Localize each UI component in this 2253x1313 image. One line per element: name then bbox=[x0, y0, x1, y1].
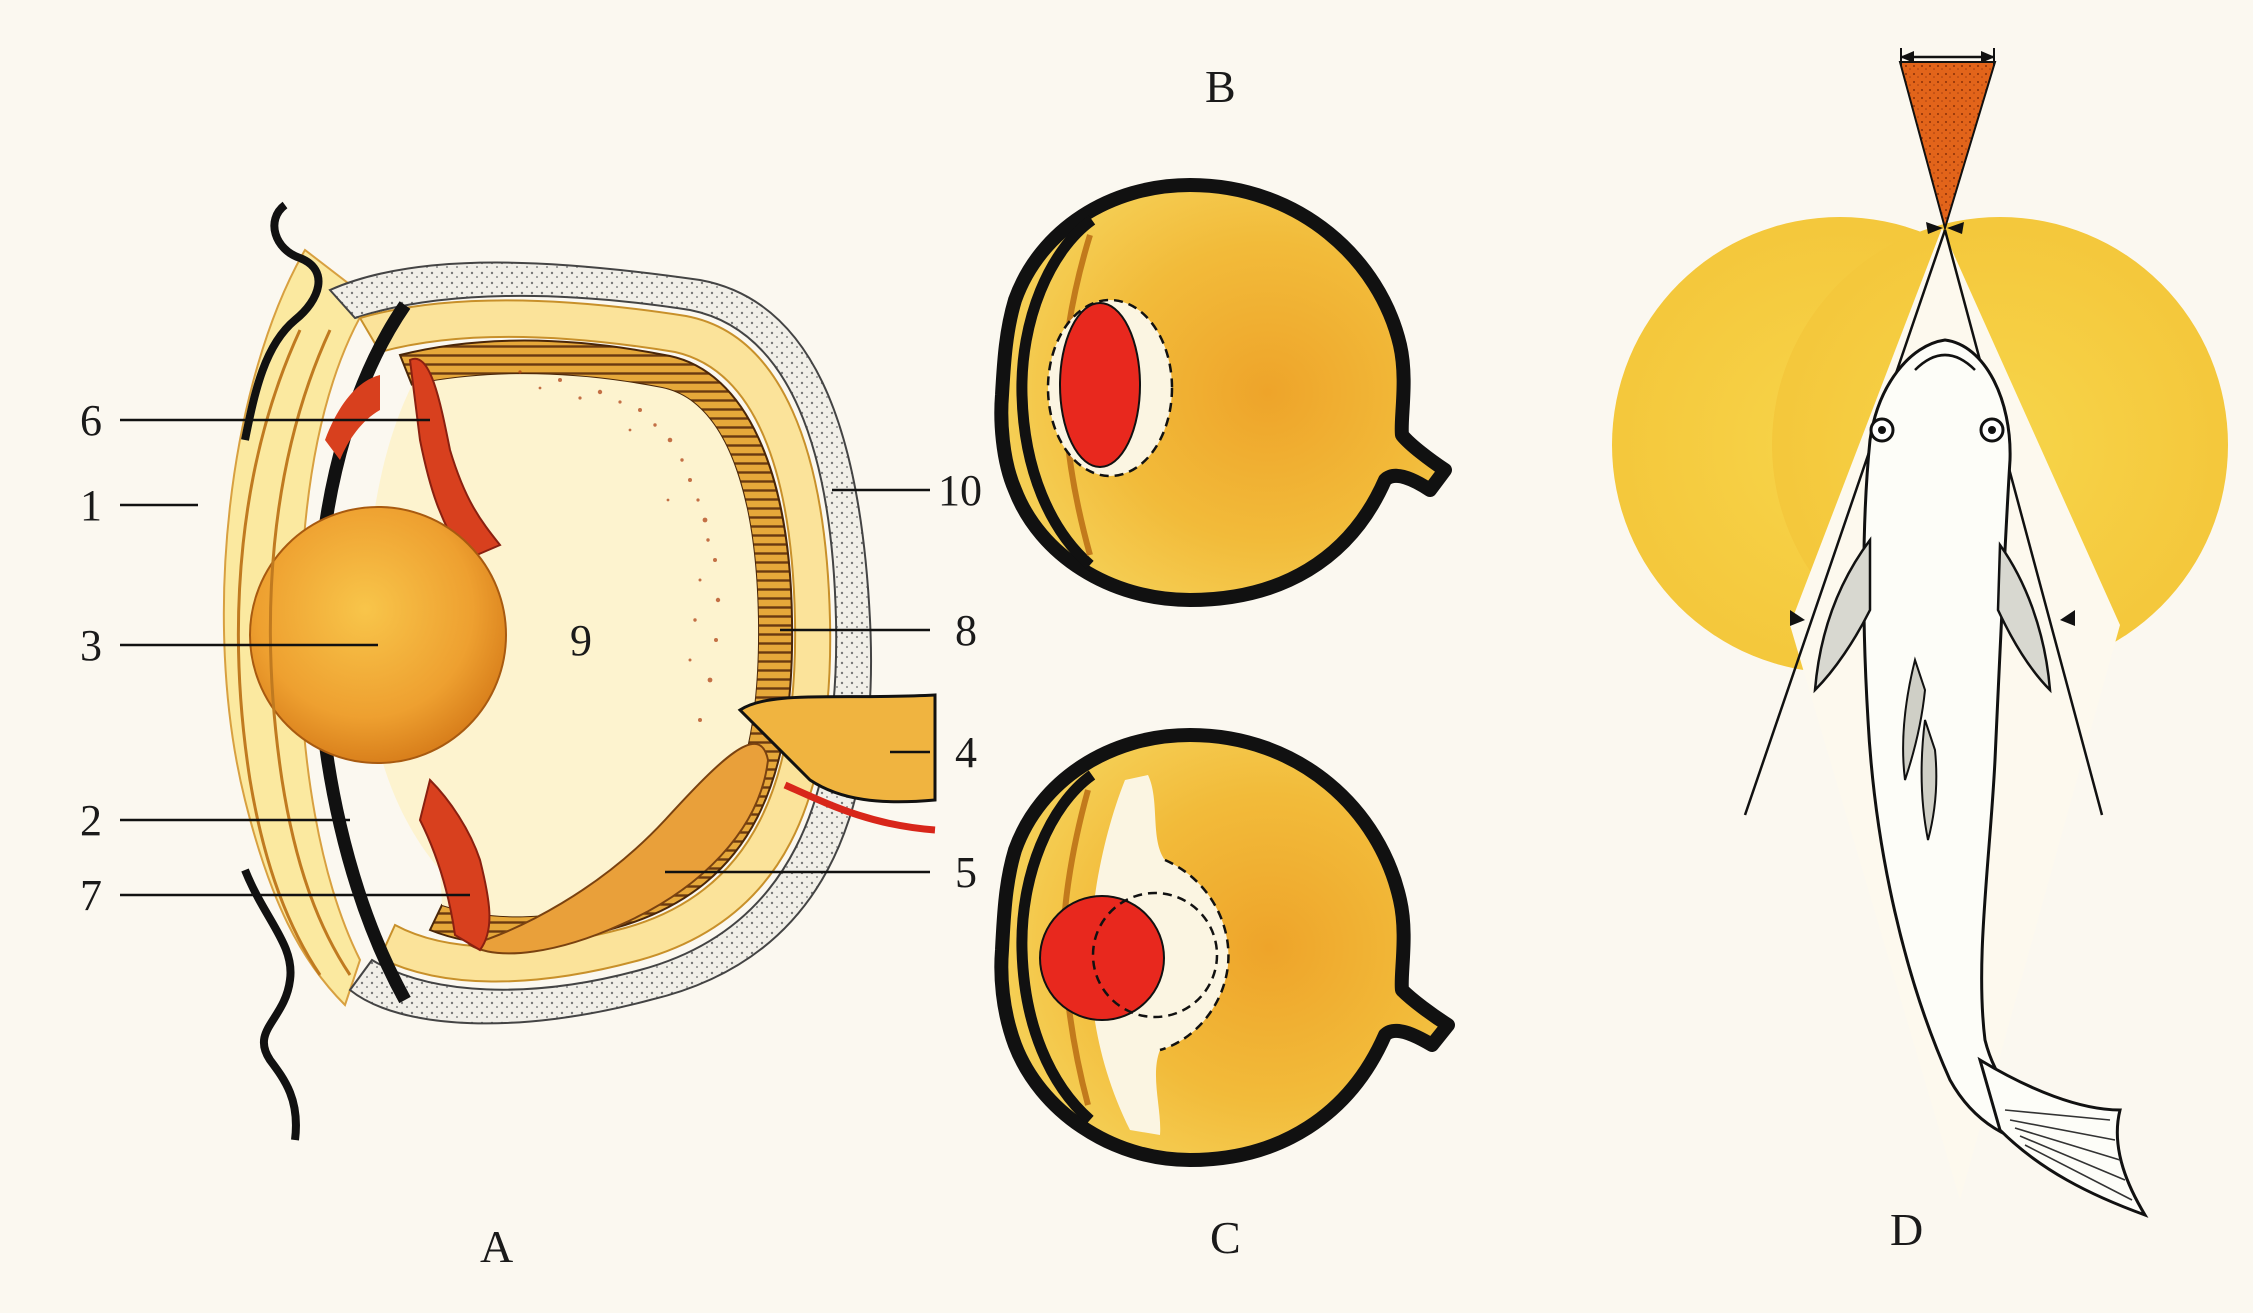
callout-4: 4 bbox=[955, 728, 977, 777]
lens-b bbox=[1059, 302, 1141, 468]
ciliary-muscle-bottom bbox=[418, 778, 491, 952]
cornea-layer-1 bbox=[236, 329, 322, 976]
arrowhead-left-top bbox=[1900, 51, 1914, 63]
panel-b-eye: B bbox=[994, 61, 1452, 607]
falciform-process bbox=[467, 742, 770, 955]
arrowhead-apex-left bbox=[1926, 222, 1943, 234]
fin-left bbox=[1813, 536, 1872, 694]
callout-7: 7 bbox=[80, 871, 102, 920]
arrowhead-field-left bbox=[1790, 610, 1805, 626]
optic-nerve bbox=[737, 693, 937, 804]
fish-tail bbox=[1977, 1056, 2149, 1218]
arrowhead-field-right bbox=[2060, 610, 2075, 626]
callout-6: 6 bbox=[80, 396, 102, 445]
callout-2: 2 bbox=[80, 796, 102, 845]
callout-3: 3 bbox=[80, 621, 102, 670]
fish-mouth bbox=[1914, 353, 1976, 371]
callout-9: 9 bbox=[570, 616, 592, 665]
lens-c bbox=[1039, 895, 1165, 1021]
lens-ghost-c bbox=[1091, 891, 1219, 1019]
suspensory-ligament bbox=[325, 375, 380, 460]
callout-5: 5 bbox=[955, 848, 977, 897]
panel-c-eye: C bbox=[994, 728, 1455, 1263]
arrowhead-apex-right bbox=[1947, 222, 1964, 234]
fov-line-right bbox=[1943, 229, 2104, 816]
callout-10: 10 bbox=[938, 466, 982, 515]
panel-label-d: D bbox=[1890, 1204, 1923, 1255]
cornea-c bbox=[1016, 770, 1096, 1125]
ventral-fin-right bbox=[1920, 719, 1938, 841]
fish-eye-left-pupil bbox=[1878, 426, 1886, 434]
arrowhead-right-top bbox=[1981, 51, 1995, 63]
fov-line-left bbox=[1743, 229, 1947, 816]
cornea-layer-2 bbox=[268, 329, 352, 976]
skin-fold-bottom bbox=[241, 868, 300, 1141]
panel-a-eye-section: 6 1 3 2 7 9 10 8 4 5 A bbox=[80, 201, 982, 1272]
binocular-cone bbox=[1898, 61, 1997, 232]
eyeball-b bbox=[994, 178, 1452, 607]
ciliary-muscle-top bbox=[408, 357, 502, 562]
sclera bbox=[328, 261, 872, 1025]
lens-chamber-outline-c bbox=[1159, 858, 1230, 1052]
blood-vessel bbox=[783, 781, 936, 834]
panel-label-b: B bbox=[1205, 61, 1236, 112]
callout-1: 1 bbox=[80, 481, 102, 530]
tail-rays bbox=[2004, 1109, 2133, 1201]
cornea-b bbox=[1016, 215, 1096, 570]
panel-label-a: A bbox=[480, 1221, 513, 1272]
ventral-fin-left bbox=[1902, 656, 1927, 781]
callout-8: 8 bbox=[955, 606, 977, 655]
fin-right bbox=[1996, 541, 2052, 694]
fish-eye-right-pupil bbox=[1988, 426, 1996, 434]
panel-label-c: C bbox=[1210, 1212, 1241, 1263]
panel-d-visual-field: D bbox=[1612, 48, 2228, 1255]
skin-fold-top bbox=[241, 201, 323, 441]
lens bbox=[249, 506, 507, 764]
vitreous-stipple bbox=[518, 370, 721, 722]
